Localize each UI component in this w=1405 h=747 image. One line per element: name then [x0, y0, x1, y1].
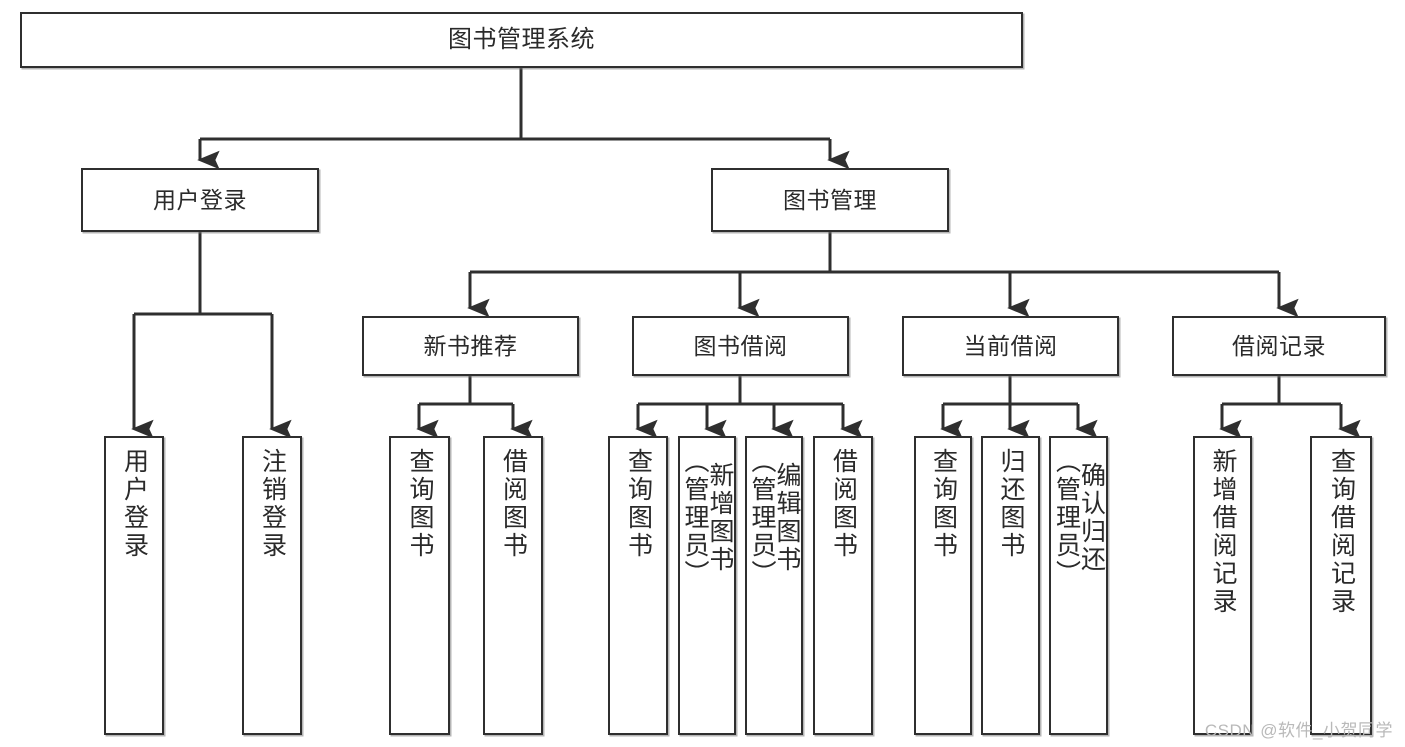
node-label: 当前借阅 [963, 332, 1058, 359]
node-new-book-recommendation[interactable]: 新书推荐 [362, 316, 579, 376]
node-label: 图书借阅 [693, 332, 788, 359]
node-leaf-borrow-book-2[interactable]: 借阅图书 [813, 436, 873, 735]
node-label: 借阅图书 [499, 448, 528, 560]
node-leaf-query-borrowing-record[interactable]: 查询借阅记录 [1310, 436, 1372, 735]
csdn-watermark: CSDN @软件_小贺同学 [1204, 721, 1393, 740]
node-label: 新增借阅记录 [1209, 448, 1237, 616]
node-leaf-borrow-book-1[interactable]: 借阅图书 [483, 436, 543, 735]
node-label: 查询图书 [406, 448, 434, 560]
node-label: 图书管理系统 [448, 26, 595, 54]
node-label: 借阅记录 [1232, 332, 1326, 359]
node-leaf-query-book-3[interactable]: 查询图书 [914, 436, 972, 735]
node-label: 确认归还 （管理员） [1052, 448, 1106, 588]
node-label: 用户登录 [120, 448, 149, 560]
node-book-management[interactable]: 图书管理 [711, 168, 949, 232]
node-leaf-confirm-return-admin[interactable]: 确认归还 （管理员） [1049, 436, 1108, 735]
node-label: 查询图书 [929, 448, 958, 560]
node-book-borrowing[interactable]: 图书借阅 [632, 316, 849, 376]
node-leaf-edit-book-admin[interactable]: 编辑图书 （管理员） [745, 436, 803, 735]
node-label: 查询借阅记录 [1327, 448, 1356, 616]
node-leaf-query-book-2[interactable]: 查询图书 [608, 436, 668, 735]
node-leaf-user-login[interactable]: 用户登录 [104, 436, 164, 735]
node-root-system[interactable]: 图书管理系统 [20, 12, 1023, 68]
node-label: 图书管理 [783, 186, 877, 213]
node-leaf-logout[interactable]: 注销登录 [242, 436, 302, 735]
node-leaf-return-book[interactable]: 归还图书 [981, 436, 1040, 735]
node-label: 归还图书 [997, 448, 1025, 560]
node-current-borrowing[interactable]: 当前借阅 [902, 316, 1119, 376]
node-label: 新增图书 （管理员） [681, 448, 734, 588]
node-label: 注销登录 [258, 448, 287, 560]
node-label: 借阅图书 [829, 448, 858, 560]
node-leaf-query-book-1[interactable]: 查询图书 [389, 436, 450, 735]
node-user-login[interactable]: 用户登录 [81, 168, 319, 232]
node-label: 新书推荐 [423, 332, 518, 359]
node-label: 查询图书 [624, 448, 653, 560]
node-leaf-add-borrowing-record[interactable]: 新增借阅记录 [1193, 436, 1252, 735]
node-label: 编辑图书 （管理员） [748, 448, 801, 588]
node-leaf-add-book-admin[interactable]: 新增图书 （管理员） [678, 436, 736, 735]
node-label: 用户登录 [153, 186, 247, 213]
node-borrowing-record[interactable]: 借阅记录 [1172, 316, 1386, 376]
